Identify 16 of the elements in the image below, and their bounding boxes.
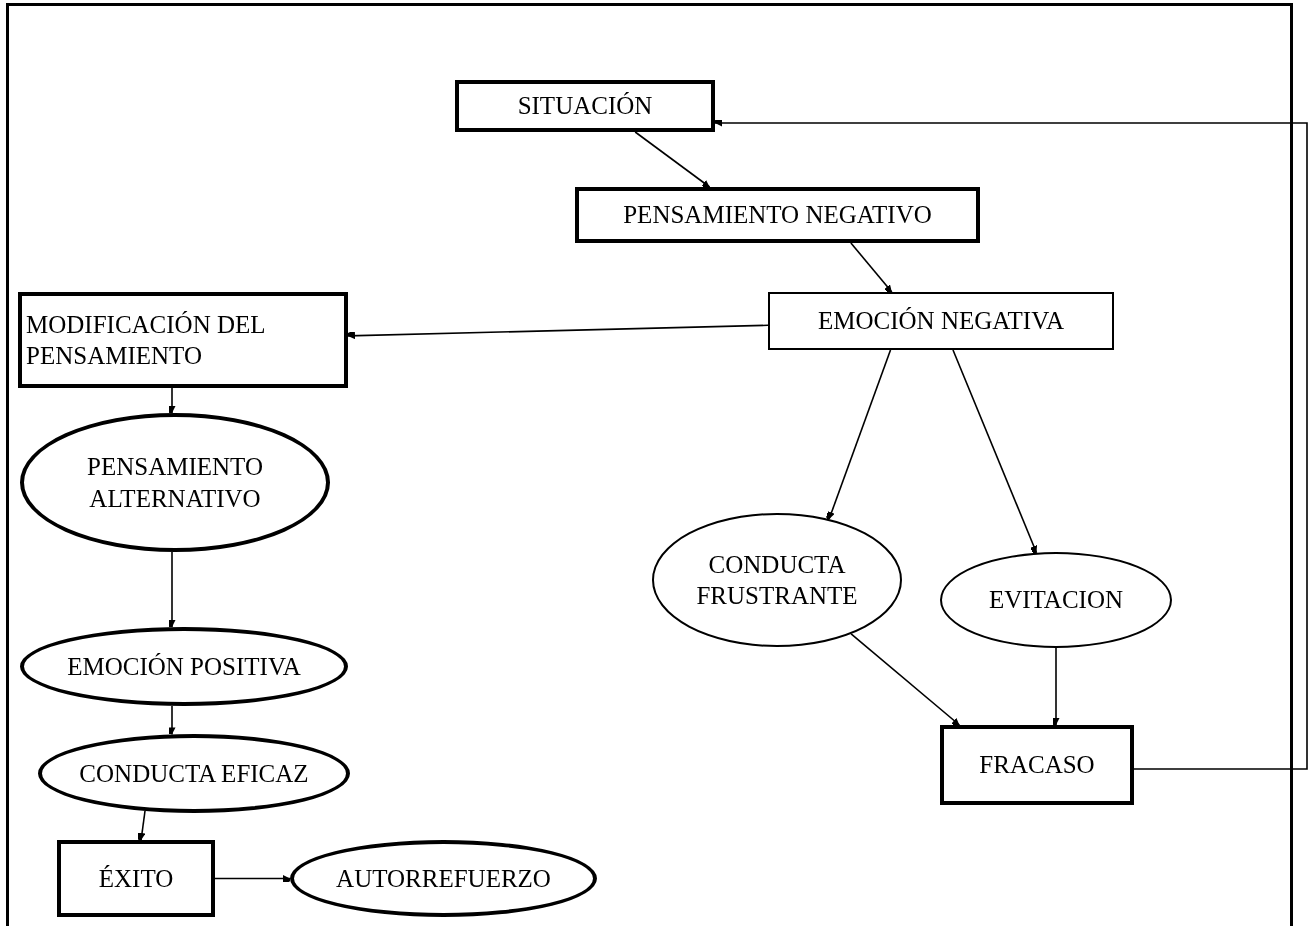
ellipse-node: EVITACION	[940, 552, 1172, 648]
process-box: FRACASO	[940, 725, 1134, 805]
ellipse-node: EMOCIÓN POSITIVA	[20, 627, 348, 706]
ellipse-node: PENSAMIENTO ALTERNATIVO	[20, 413, 330, 552]
process-box: ÉXITO	[57, 840, 215, 917]
arrow	[634, 131, 711, 190]
arrow	[135, 810, 146, 843]
process-box: EMOCIÓN NEGATIVA	[768, 292, 1114, 350]
process-box: PENSAMIENTO NEGATIVO	[575, 187, 980, 243]
arrow	[850, 633, 961, 728]
ellipse-node: CONDUCTA EFICAZ	[38, 734, 350, 813]
process-box: MODIFICACIÓN DEL PENSAMIENTO	[18, 292, 348, 388]
ellipse-node: CONDUCTA FRUSTRANTE	[652, 513, 902, 647]
ellipse-node: AUTORREFUERZO	[290, 840, 597, 917]
arrow	[825, 349, 892, 522]
process-box: SITUACIÓN	[455, 80, 715, 132]
